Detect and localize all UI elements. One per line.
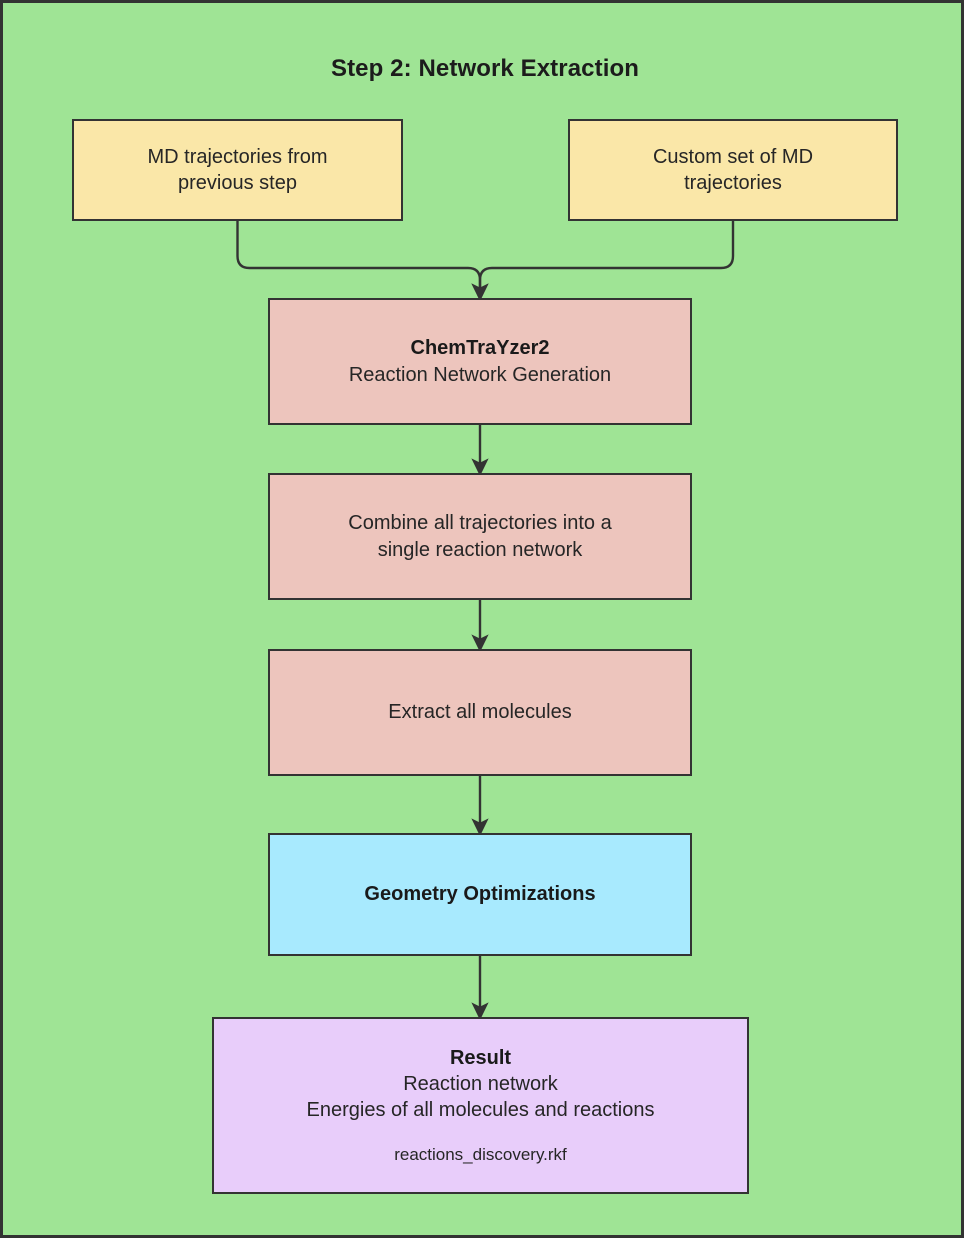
node-line: MD trajectories from — [147, 145, 328, 168]
node-line: Reaction network — [403, 1073, 558, 1096]
edge-md-prev-to-ctz2 — [236, 221, 489, 302]
node-chemtrayzer2[interactable]: ChemTraYzer2 Reaction Network Generation — [268, 298, 692, 425]
node-md-trajectories-previous[interactable]: MD trajectories from previous step — [72, 119, 403, 221]
node-combine-trajectories[interactable]: Combine all trajectories into a single r… — [268, 473, 692, 600]
node-line: Extract all molecules — [388, 701, 572, 724]
node-line: Reaction Network Generation — [348, 363, 612, 386]
node-line: trajectories — [684, 172, 782, 194]
node-line: single reaction network — [377, 538, 583, 561]
node-custom-md-trajectories[interactable]: Custom set of MD trajectories — [568, 119, 898, 221]
node-geometry-optimizations[interactable]: Geometry Optimizations — [268, 833, 692, 956]
node-extract-molecules[interactable]: Extract all molecules — [268, 649, 692, 776]
node-title: ChemTraYzer2 — [410, 337, 550, 360]
node-line: Energies of all molecules and reactions — [306, 1099, 655, 1122]
node-line: Combine all trajectories into a — [348, 512, 612, 535]
edge-custom-md-to-ctz2 — [471, 221, 735, 302]
node-line: previous step — [178, 172, 297, 194]
node-title: Result — [449, 1046, 512, 1069]
node-line: Custom set of MD — [652, 145, 814, 168]
node-filename: reactions_discovery.rkf — [394, 1144, 567, 1164]
page-title: Step 2: Network Extraction — [330, 55, 639, 82]
node-result[interactable]: Result Reaction network Energies of all … — [212, 1017, 749, 1194]
node-title: Geometry Optimizations — [364, 883, 596, 906]
